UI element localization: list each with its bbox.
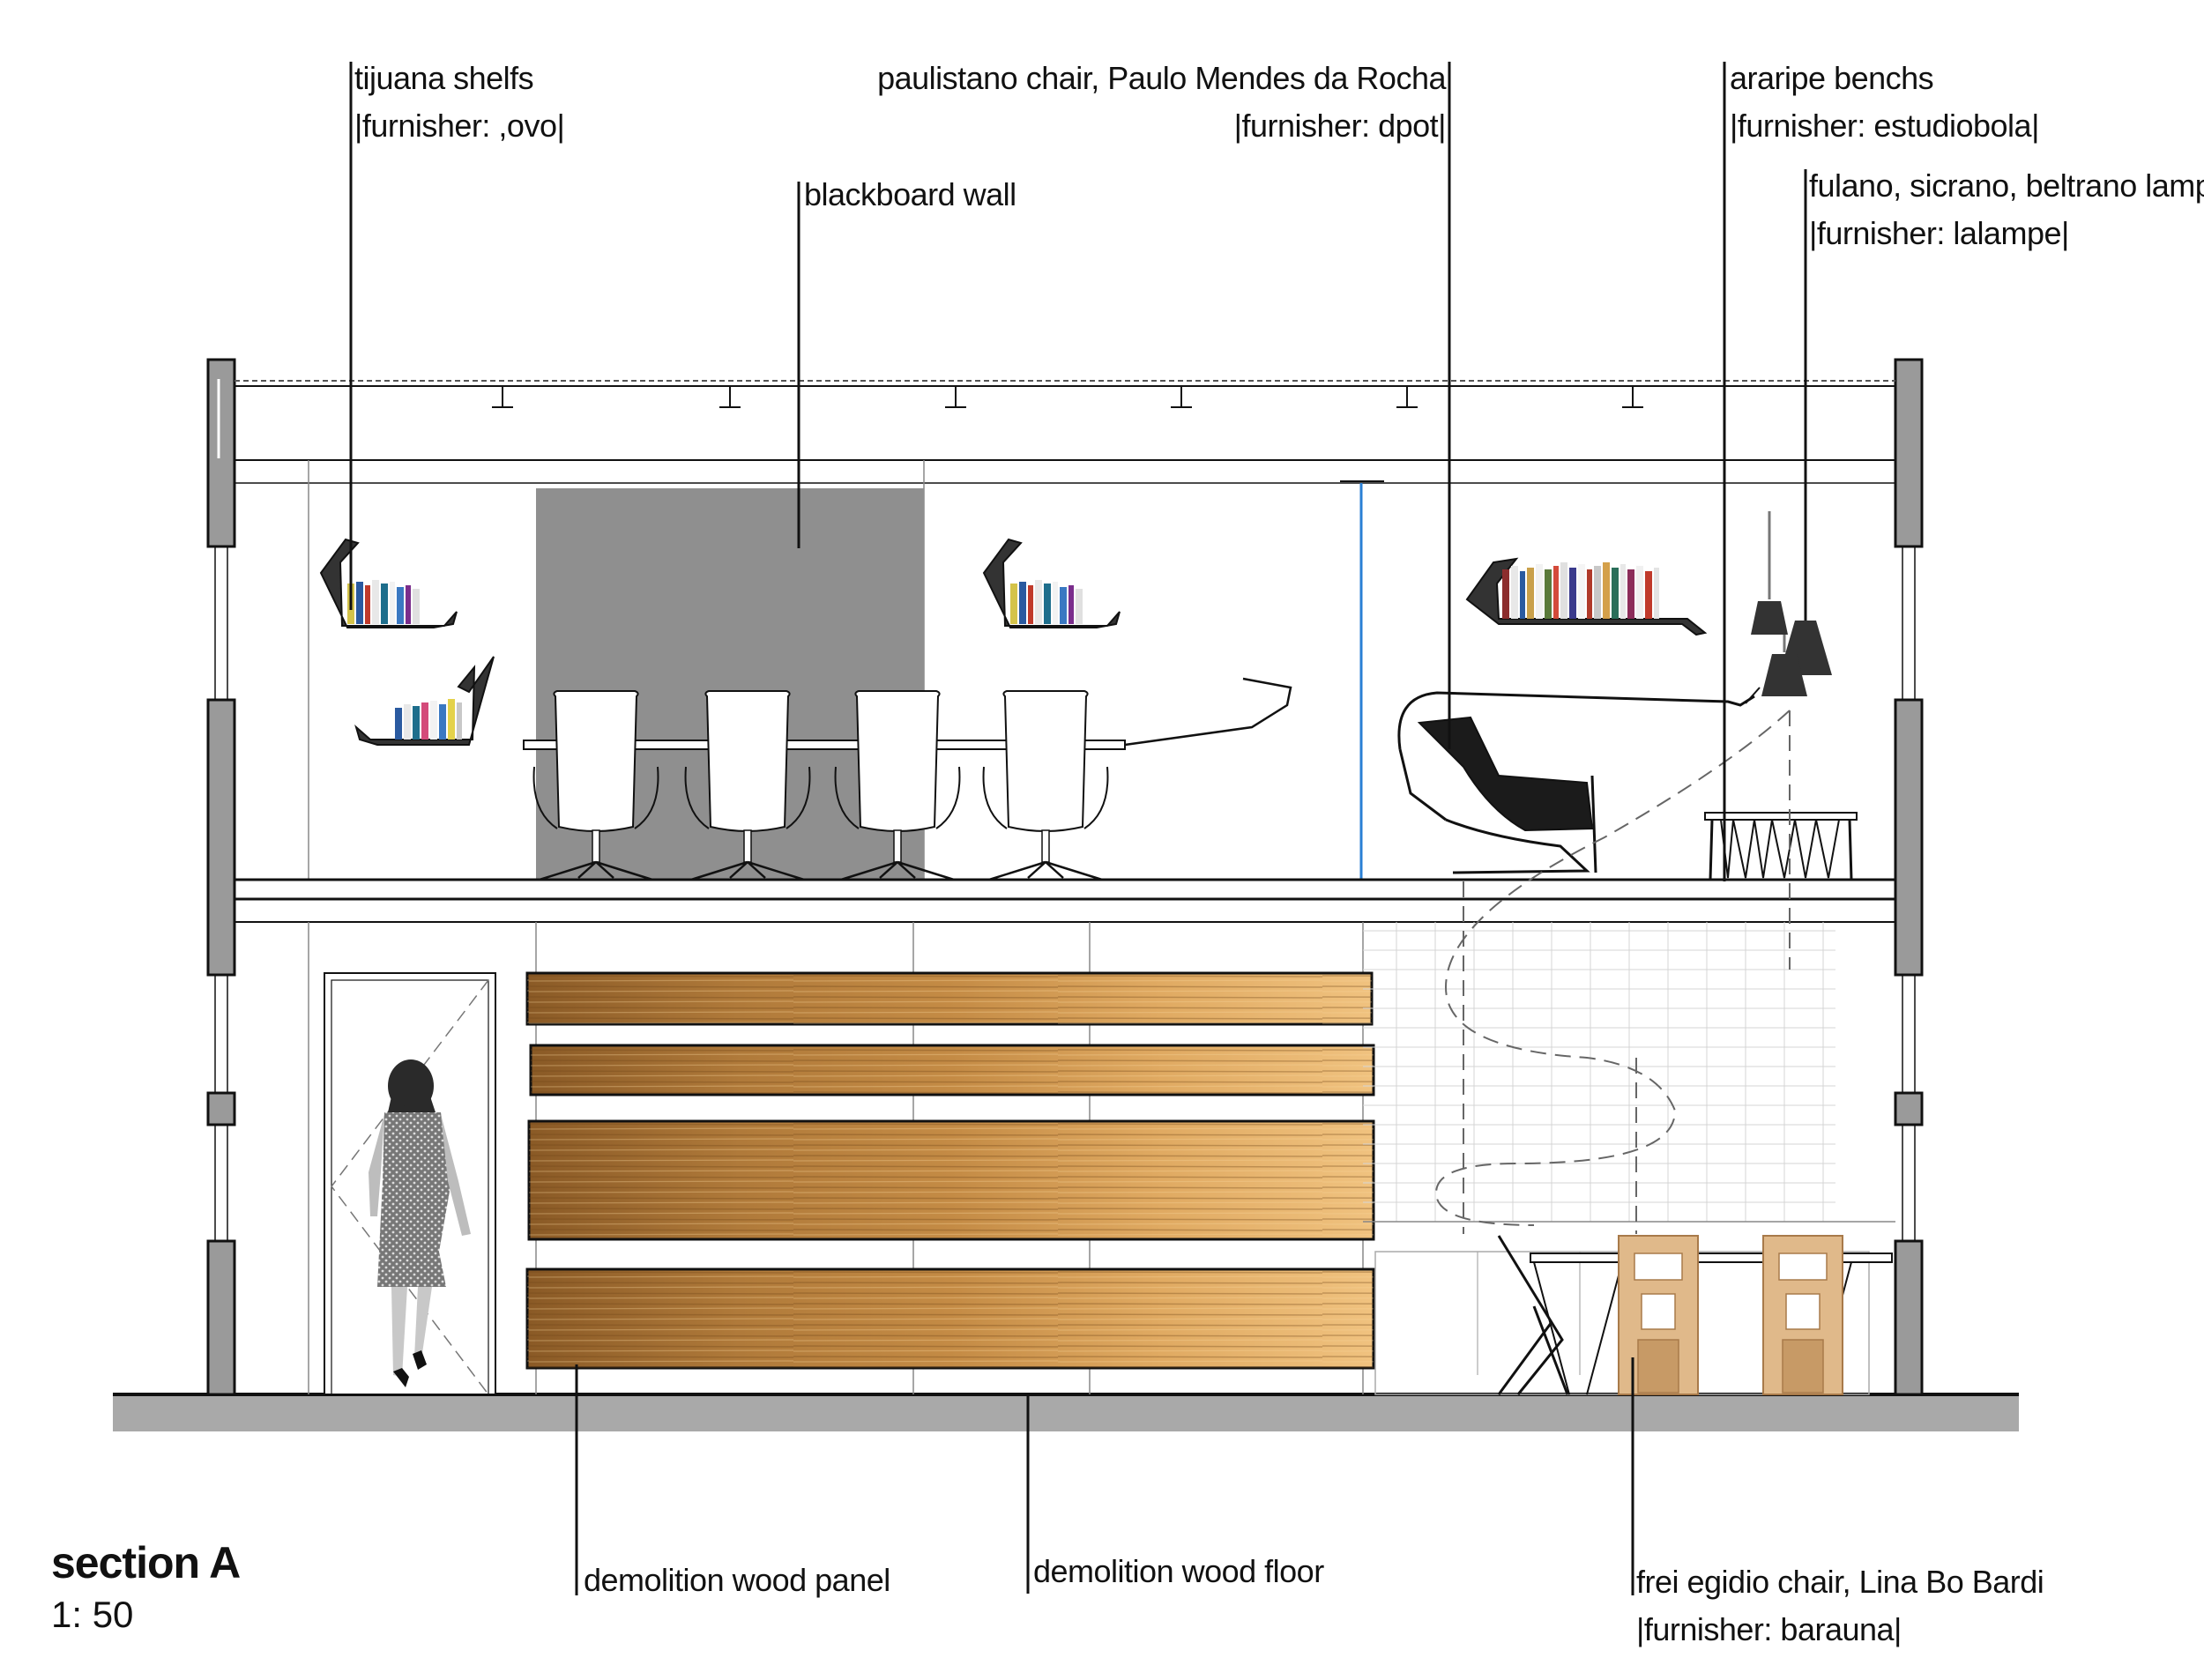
office-chairs [532, 690, 1109, 881]
spiral-stair [1435, 710, 1791, 1234]
wood-panel [529, 1044, 1375, 1096]
label-lamps: fulano, sicrano, beltrano lamps |furnish… [1809, 167, 2204, 251]
roof [235, 380, 1895, 484]
tijuana-shelves [319, 538, 1708, 746]
label-blackboard-wall: blackboard wall [804, 176, 1016, 212]
wood-panel [527, 1119, 1375, 1241]
shelf-unit [319, 538, 458, 628]
leader-lines [349, 62, 1807, 1595]
office-chair [532, 690, 659, 881]
office-chair [684, 690, 811, 881]
frei-egidio-chair [1762, 1235, 1843, 1395]
section-scale: 1: 50 [51, 1594, 134, 1635]
pendant-lamps [1745, 489, 1832, 704]
office-chair [982, 690, 1109, 881]
wood-panel [525, 971, 1374, 1026]
label-tijuana-shelfs: tijuana shelfs |furnisher: ,ovo| [354, 60, 565, 144]
shelf-unit-long [1465, 557, 1708, 636]
paulistano-chair [1397, 691, 1755, 874]
label-paulistano-chair: paulistano chair, Paulo Mendes da Rocha … [877, 60, 1446, 144]
office-chair [834, 690, 961, 881]
shelf-unit [354, 656, 495, 746]
label-demolition-wood-panel: demolition wood panel [584, 1562, 890, 1598]
tile-wall [1363, 922, 1895, 1395]
right-wall [1894, 358, 1924, 1396]
wood-panels [525, 971, 1375, 1370]
left-wall [206, 358, 236, 1396]
frei-egidio-chairs [1618, 1235, 1843, 1395]
label-frei-egidio-chair: frei egidio chair, Lina Bo Bardi |furnis… [1636, 1564, 2044, 1647]
label-demolition-wood-floor: demolition wood floor [1033, 1553, 1324, 1589]
frei-egidio-chair [1618, 1235, 1699, 1395]
woman-figure [369, 1059, 471, 1387]
dining-table [1497, 1235, 1893, 1395]
section-title: section A [51, 1538, 241, 1587]
conference-table [523, 677, 1292, 750]
wood-panel [525, 1267, 1375, 1370]
mezzanine-slab [233, 878, 1897, 923]
ground-slab [113, 1393, 2019, 1431]
araripe-bench [1704, 812, 1858, 881]
label-araripe-benchs: araripe benchs |furnisher: estudiobola| [1730, 60, 2039, 144]
shelf-unit [982, 538, 1121, 628]
